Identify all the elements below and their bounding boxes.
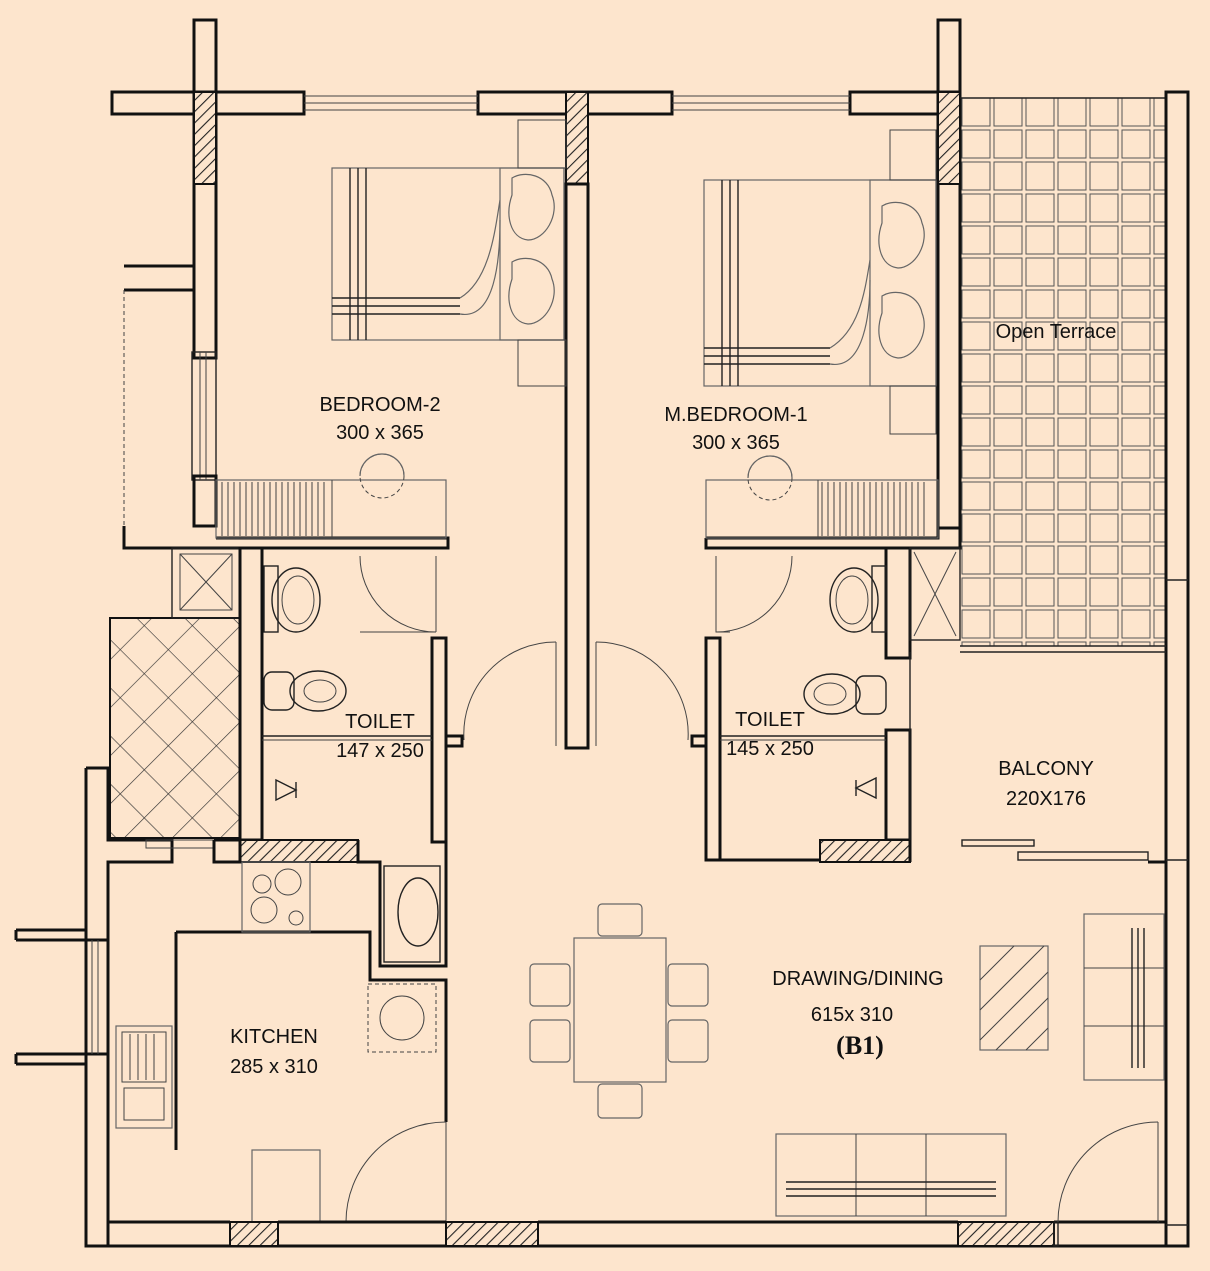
utility-tiles [109, 617, 241, 839]
toilet-left-size: 147 x 250 [336, 740, 424, 762]
kitchen-name: KITCHEN [230, 1026, 318, 1048]
mbedroom1-name: M.BEDROOM-1 [664, 404, 807, 426]
open-terrace-name: Open Terrace [996, 321, 1117, 343]
bottom-wall [86, 1121, 1188, 1248]
wardrobe-left [215, 453, 447, 539]
balcony-size: 220X176 [1006, 788, 1086, 810]
drawing-dining-size: 615x 310 [811, 1004, 893, 1026]
shower-left [275, 778, 298, 802]
wc-right [803, 673, 887, 715]
shower-right [854, 776, 877, 800]
toilet-right-size: 145 x 250 [726, 738, 814, 760]
balcony-name: BALCONY [998, 758, 1094, 780]
bedroom2-name: BEDROOM-2 [319, 394, 440, 416]
rug [979, 945, 1049, 1051]
toilet-right-name: TOILET [735, 709, 805, 731]
bedroom2-size: 300 x 365 [336, 422, 424, 444]
washbasin-left [263, 565, 321, 633]
kitchen-size: 285 x 310 [230, 1056, 318, 1078]
bed-right [703, 129, 937, 435]
mbedroom1-door [595, 641, 689, 746]
unit-tag: (B1) [836, 1031, 884, 1060]
bed-left [331, 119, 567, 387]
washbasin-right [829, 565, 887, 633]
dining-table [529, 903, 709, 1119]
mbedroom1-size: 300 x 365 [692, 432, 780, 454]
toilet-left-name: TOILET [345, 711, 415, 733]
bedroom2-door [463, 641, 557, 746]
wc-left [263, 670, 347, 712]
toilet-right-walls [690, 546, 961, 862]
kitchen-walls [14, 861, 448, 1223]
top-columns [192, 18, 962, 750]
mid-walls [84, 652, 1166, 1248]
terrace-tiles [960, 98, 1165, 646]
sofa-side [1083, 913, 1165, 1081]
top-wall [110, 90, 962, 116]
drawing-dining-name: DRAWING/DINING [772, 968, 943, 990]
wardrobe-right [705, 455, 939, 539]
sofa-bottom [775, 1133, 1007, 1217]
